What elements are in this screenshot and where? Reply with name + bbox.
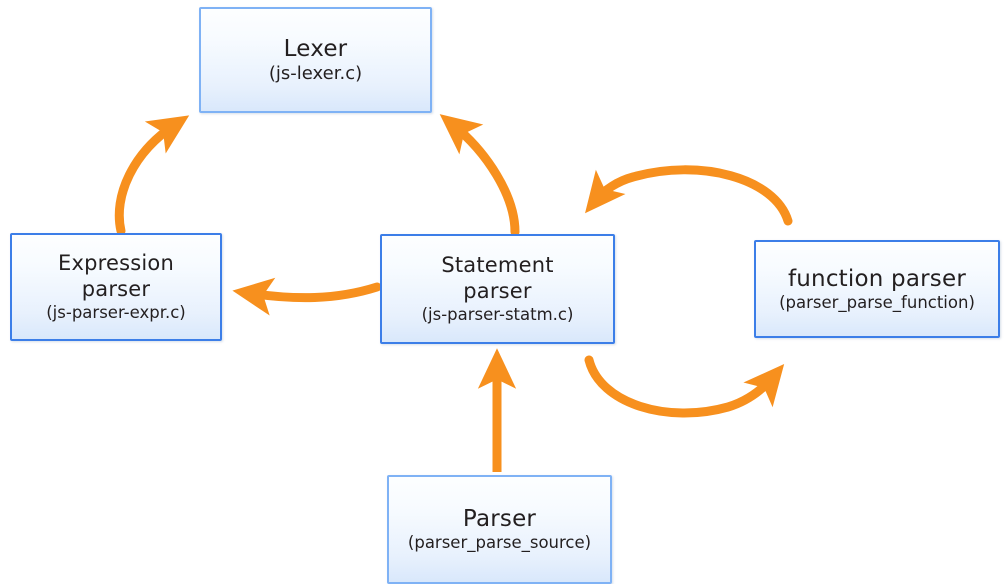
node-expression-parser[interactable]: Expression parser (js-parser-expr.c) bbox=[10, 233, 222, 341]
edge-statement-to-expression bbox=[232, 277, 382, 316]
edge-function-to-statement bbox=[585, 165, 793, 226]
node-statement-parser-subtitle: (js-parser-statm.c) bbox=[421, 304, 574, 324]
node-parser[interactable]: Parser (parser_parse_source) bbox=[387, 475, 612, 584]
edge-statement-to-lexer bbox=[439, 114, 520, 237]
node-function-parser[interactable]: function parser (parser_parse_function) bbox=[754, 240, 1000, 338]
node-expression-parser-subtitle: (js-parser-expr.c) bbox=[46, 302, 186, 322]
node-expression-parser-title-line2: parser bbox=[81, 276, 151, 301]
edge-statement-to-function bbox=[584, 355, 785, 418]
node-expression-parser-title-line1: Expression bbox=[58, 251, 174, 276]
node-lexer-title: Lexer bbox=[283, 36, 348, 62]
node-lexer[interactable]: Lexer (js-lexer.c) bbox=[199, 7, 432, 113]
edge-expression-to-lexer bbox=[114, 115, 190, 236]
node-statement-parser-title-line2: parser bbox=[463, 278, 532, 303]
node-statement-parser-title-line1: Statement bbox=[441, 253, 554, 278]
node-parser-title: Parser bbox=[462, 506, 537, 533]
node-function-parser-subtitle: (parser_parse_function) bbox=[779, 292, 975, 312]
node-parser-subtitle: (parser_parse_source) bbox=[407, 533, 592, 553]
node-lexer-subtitle: (js-lexer.c) bbox=[268, 63, 363, 85]
node-function-parser-title: function parser bbox=[787, 265, 966, 292]
node-statement-parser[interactable]: Statement parser (js-parser-statm.c) bbox=[380, 234, 615, 344]
